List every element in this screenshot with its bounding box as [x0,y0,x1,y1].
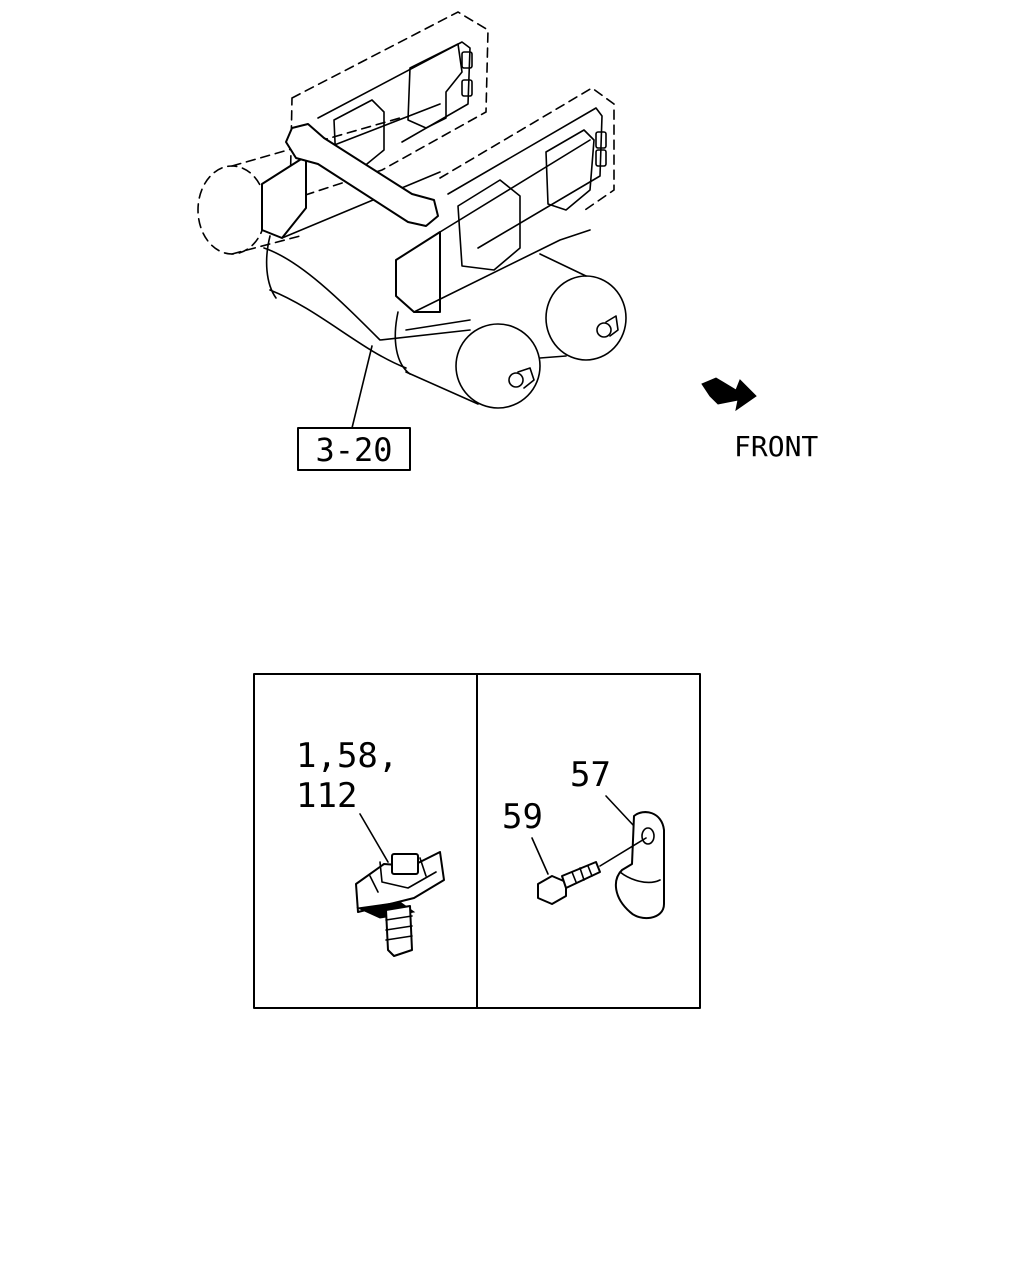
bolt-axis-line [599,837,647,867]
front-arrow-icon [701,377,757,412]
bolt-label: 59 [502,797,543,837]
bolt-icon [537,861,601,905]
clip-label-line1: 1,58, [296,736,398,776]
ref-leader-line [351,345,373,429]
clamp-label: 57 [570,755,611,795]
tank-bracket-assembly [197,11,627,409]
clamp-icon [614,811,665,920]
clip-fastener-icon [355,851,445,957]
clip-label-line2: 112 [296,776,357,816]
clip-leader-line [359,813,389,863]
panel-left: 1,58, 112 [296,736,445,957]
panel-right: 57 59 [502,755,665,920]
front-label: FRONT [734,430,818,463]
clamp-leader-line [605,795,635,827]
ref-box: 3-20 [297,427,411,471]
ref-box-label: 3-20 [315,431,392,469]
bolt-leader-line [531,837,549,875]
detail-panels [253,673,701,1009]
